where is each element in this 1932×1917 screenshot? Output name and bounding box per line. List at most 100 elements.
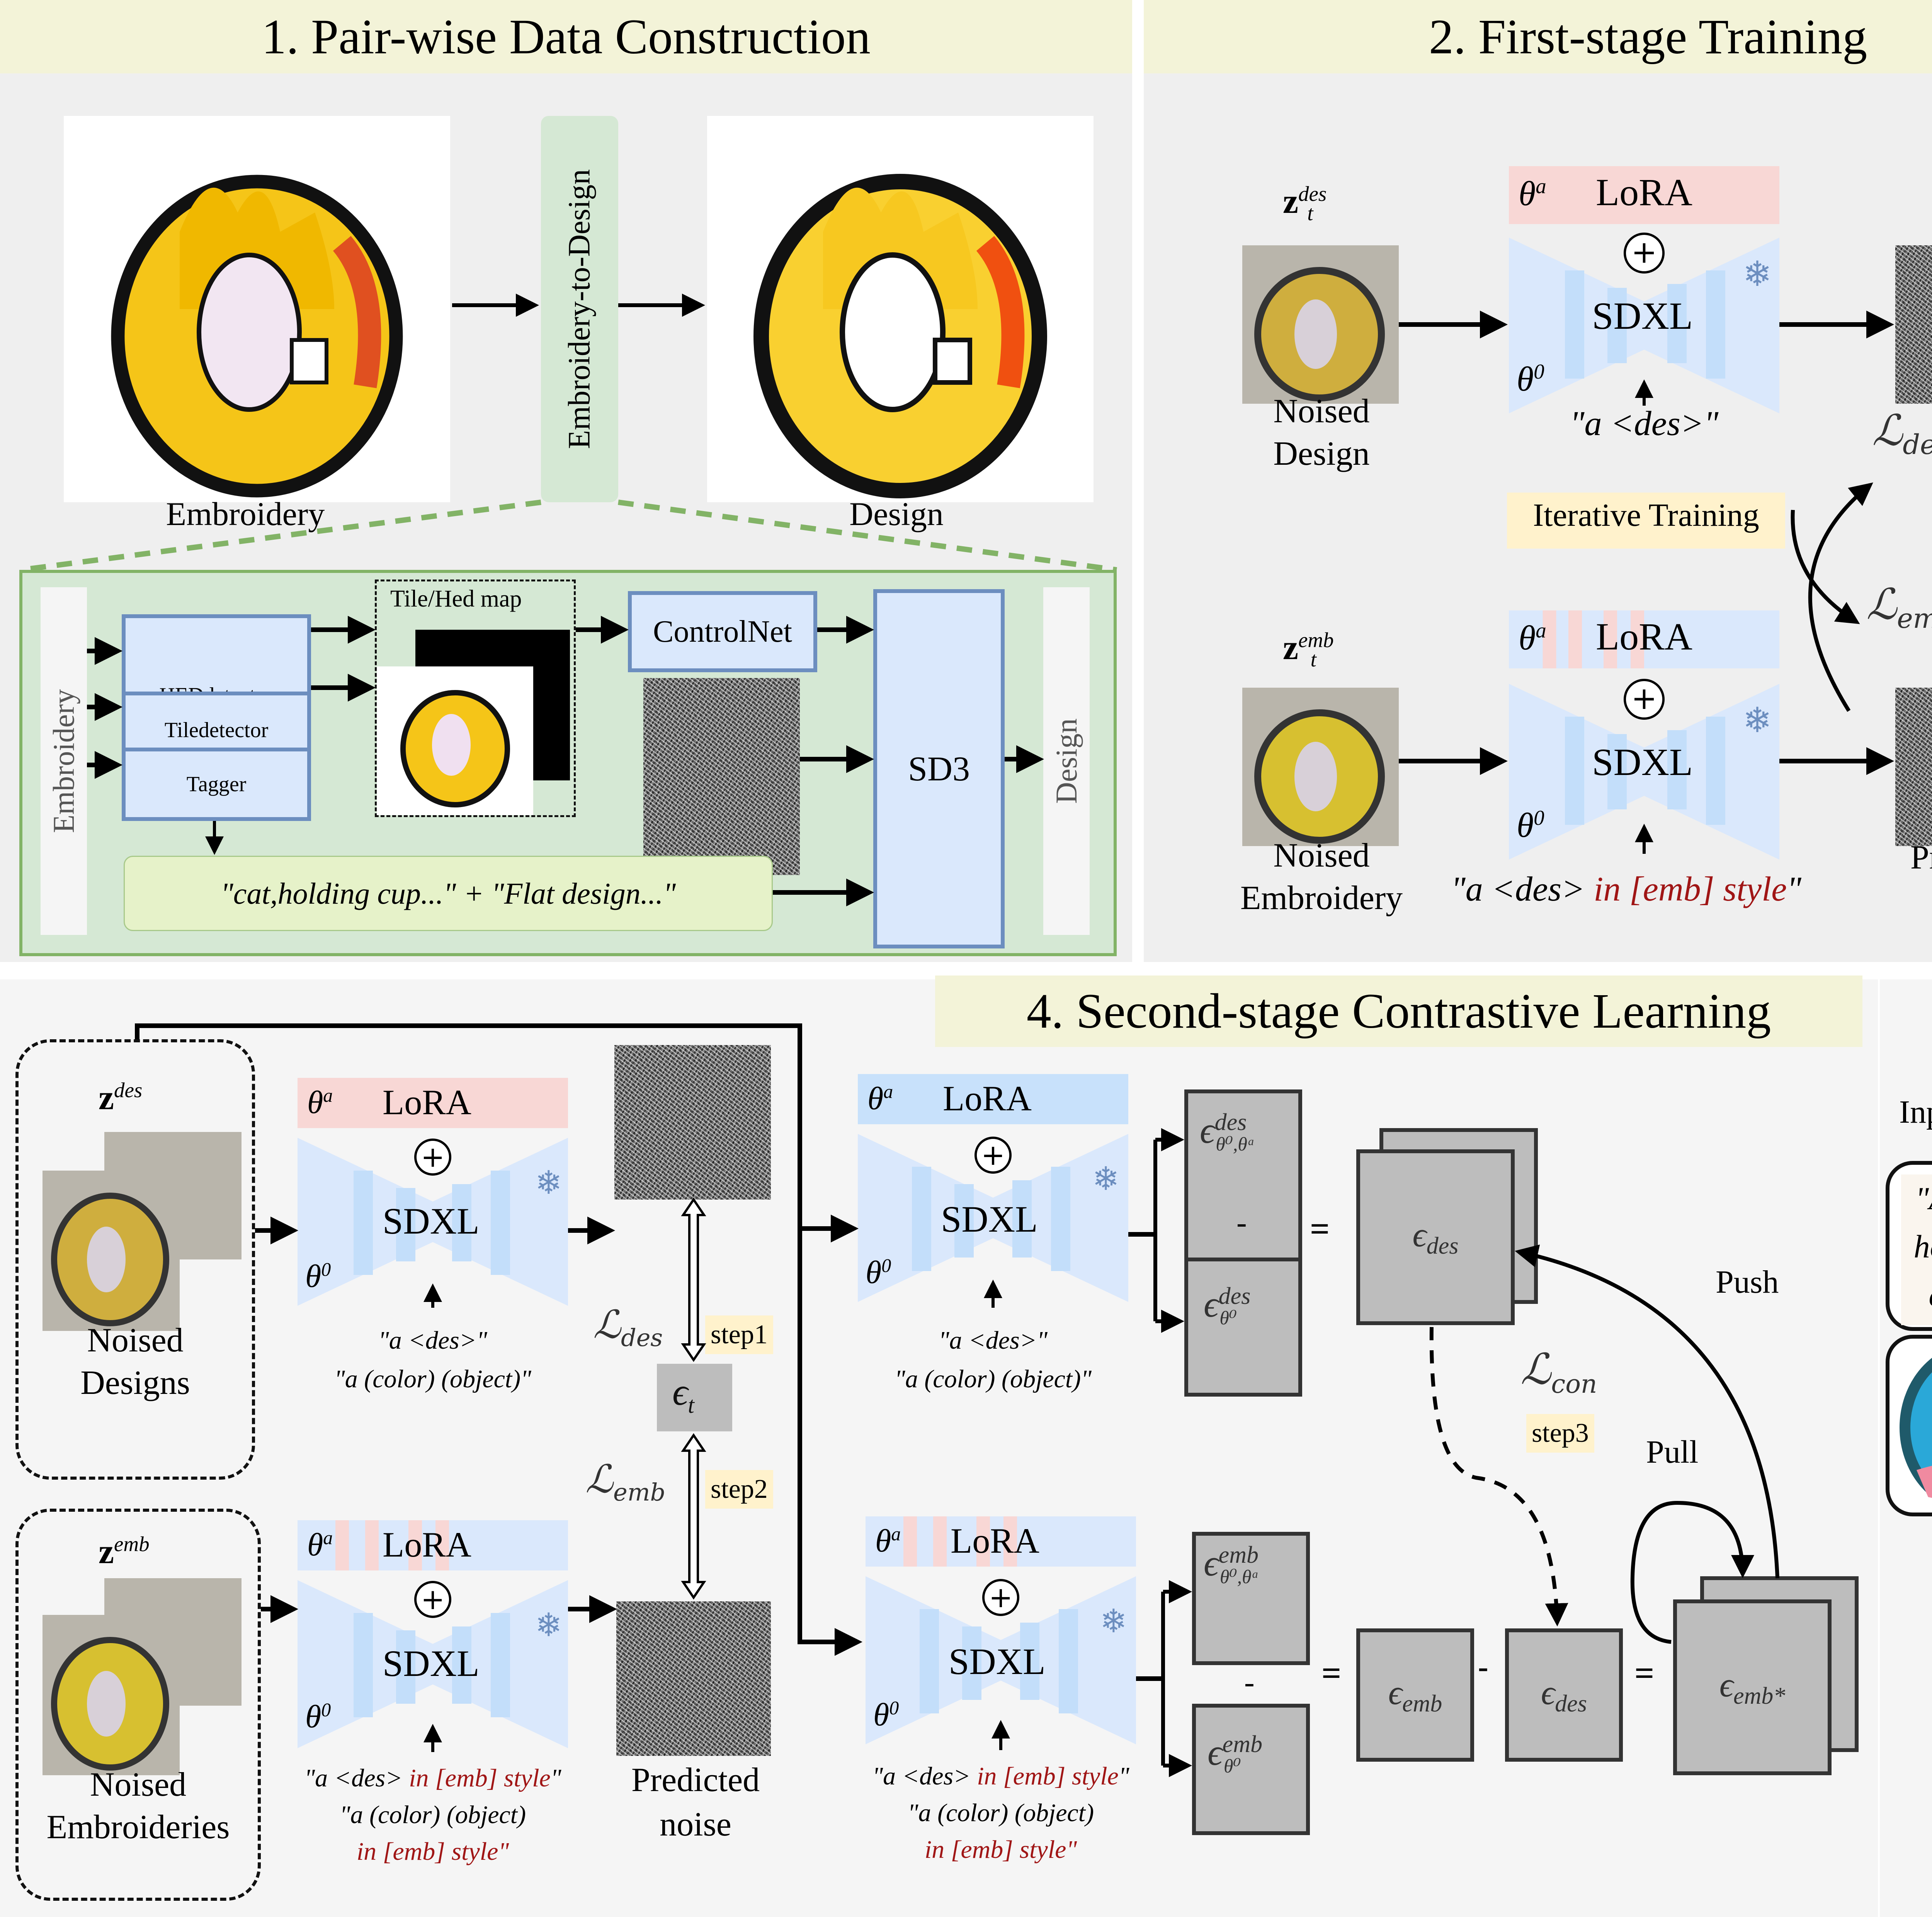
z-des-symbol-s4: zdes xyxy=(99,1078,143,1117)
theta-a-bottom: θa xyxy=(1519,619,1546,657)
noised-designs-front xyxy=(43,1171,180,1331)
equals-bottom-2: = xyxy=(1634,1654,1655,1693)
l-emb-top: ℒemb xyxy=(1866,580,1932,634)
eps-des-stack-front: ϵdes xyxy=(1356,1149,1515,1325)
snowflake-icon: ❄ xyxy=(1092,1160,1119,1198)
tile-map-image xyxy=(377,666,533,815)
l-des-top: ℒdes xyxy=(1872,406,1932,461)
svg-text:+: + xyxy=(421,1140,445,1174)
sdxl-label-s4-1: SDXL xyxy=(383,1200,480,1242)
eps-des-base-label: ϵdesθ⁰ xyxy=(1204,1283,1251,1329)
input-label: Input Text / Image xyxy=(1899,1094,1932,1130)
eps-t-s4: ϵt xyxy=(672,1370,694,1418)
embroidery-label: Embroidery xyxy=(166,495,325,532)
lora-label-bottom: LoRA xyxy=(1596,615,1692,658)
prompt-des-top: "a <des>" xyxy=(1570,404,1719,443)
design-label: Design xyxy=(849,495,944,532)
text-input-content: "A rabbitholding acarrot" xyxy=(1901,1174,1932,1325)
theta-a-s4-3: θa xyxy=(867,1081,893,1117)
tile-detector-label: Tiledetector xyxy=(164,718,269,742)
eps-emb-full-label: ϵembθ⁰,θᵃ xyxy=(1204,1542,1259,1588)
theta-0-s4-1: θ0 xyxy=(305,1258,331,1294)
minus-between: - xyxy=(1478,1650,1488,1684)
noised-embroideries-front xyxy=(43,1615,180,1775)
svg-text:+: + xyxy=(421,1583,445,1616)
embroidery-input-bar xyxy=(41,587,87,935)
eps-des-full-label: ϵdesθ⁰,θᵃ xyxy=(1200,1109,1255,1155)
section-title-4: 4. Second-stage Contrastive Learning xyxy=(935,975,1862,1047)
theta-a-s4-2: θa xyxy=(307,1527,333,1563)
lora-label-top: LoRA xyxy=(1596,171,1692,214)
eps-des-base-box-2 xyxy=(1184,1258,1302,1397)
sdxl-label-s4-3: SDXL xyxy=(941,1198,1038,1240)
lora-mixed-s4-4 xyxy=(866,1516,1136,1567)
eps-emb-base-label: ϵembθ⁰ xyxy=(1208,1731,1262,1777)
theta-a-s4-4: θa xyxy=(875,1523,901,1559)
step3-badge: step3 xyxy=(1526,1414,1594,1453)
tile-hed-map-label: Tile/Hed map xyxy=(390,586,522,612)
eps-des-sub-label: ϵdes xyxy=(1541,1673,1587,1717)
svg-text:+: + xyxy=(1631,680,1657,716)
predicted-noise-top xyxy=(1895,245,1932,404)
l-con-label: ℒcon xyxy=(1520,1344,1597,1399)
sdxl-label-bottom: SDXL xyxy=(1592,741,1693,783)
lora-label-s4-3: LoRA xyxy=(943,1079,1032,1118)
z-emb-symbol: zembt xyxy=(1283,628,1334,671)
sd3-box: SD3 xyxy=(873,589,1005,948)
section-title-2: 2. First-stage Training xyxy=(1144,0,1932,73)
svg-text:+: + xyxy=(1631,234,1657,270)
snowflake-icon: ❄ xyxy=(1743,700,1772,741)
equals-bottom-1: = xyxy=(1321,1654,1342,1693)
sdxl-label-s4-2: SDXL xyxy=(383,1643,480,1684)
noised-design-image xyxy=(1242,245,1399,404)
sd3-label: SD3 xyxy=(908,749,970,788)
theta-0-s4-4: θ0 xyxy=(873,1697,899,1733)
snowflake-icon: ❄ xyxy=(535,1164,562,1202)
section-title-1: 1. Pair-wise Data Construction xyxy=(0,0,1132,73)
eps-des-stack-label: ϵdes xyxy=(1412,1215,1459,1259)
z-emb-symbol-s4: zemb xyxy=(99,1532,150,1571)
predicted-noise-s4-des xyxy=(614,1045,771,1200)
lora-mixed-s4-2 xyxy=(298,1520,568,1570)
e2d-vertical-box xyxy=(541,116,618,502)
step1-badge: step1 xyxy=(705,1315,773,1354)
theta-0-bottom: θ0 xyxy=(1517,806,1544,845)
sdxl-label-top: SDXL xyxy=(1592,294,1693,337)
prompt-des-s4-1: "a <des>""a (color) (object)" xyxy=(334,1326,531,1393)
eps-emb-base-box xyxy=(1192,1704,1310,1835)
sdxl-label-s4-4: SDXL xyxy=(949,1641,1046,1682)
prompt-emb-bottom: "a <des> in [emb] style" xyxy=(1451,870,1801,908)
theta-a-s4-1: θa xyxy=(307,1084,333,1120)
lora-trainable-s4 xyxy=(298,1078,568,1128)
controlnet-label: ControlNet xyxy=(653,614,792,649)
eps-emb-star-front: ϵemb* xyxy=(1673,1599,1832,1775)
tagger-label: Tagger xyxy=(186,772,247,796)
prompt-box: "cat,holding cup..." + "Flat design..." xyxy=(124,856,773,931)
prompt-emb-s4-4: "a <des> in [emb] style" "a (color) (obj… xyxy=(872,1762,1129,1864)
eps-des-sub-box: ϵdes xyxy=(1505,1628,1623,1762)
prompt-des-s4-3: "a <des>""a (color) (object)" xyxy=(895,1326,1092,1393)
lora-label-s4-2: LoRA xyxy=(383,1525,471,1564)
predicted-noise-s4-emb xyxy=(616,1601,771,1756)
noised-embroidery-picture xyxy=(1242,688,1399,846)
svg-text:+: + xyxy=(989,1581,1013,1614)
lora-trainable-box xyxy=(1509,166,1779,224)
eps-emb-box: ϵemb xyxy=(1356,1628,1474,1762)
theta-0-top: θ0 xyxy=(1517,360,1544,398)
noised-designs-group xyxy=(15,1039,255,1480)
l-emb-s4: ℒemb xyxy=(585,1456,666,1506)
